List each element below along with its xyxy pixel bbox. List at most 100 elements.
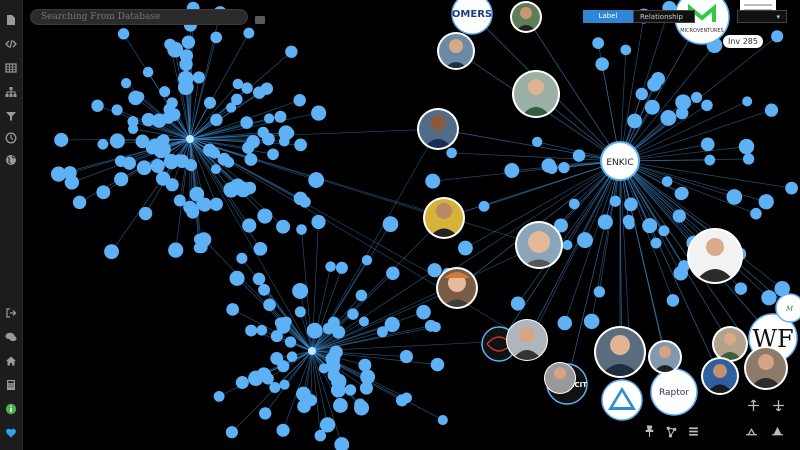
zoom-out-icon[interactable] <box>744 424 758 438</box>
graph-node[interactable] <box>72 195 87 210</box>
graph-node[interactable] <box>296 224 307 235</box>
graph-node[interactable] <box>675 106 689 120</box>
graph-node[interactable] <box>761 290 777 306</box>
graph-node[interactable] <box>248 370 264 386</box>
graph-node[interactable] <box>155 141 171 158</box>
person-node[interactable] <box>515 221 563 269</box>
graph-node[interactable] <box>142 66 154 78</box>
investor-count-badge[interactable]: Inv 285 <box>723 35 763 48</box>
graph-node[interactable] <box>259 407 272 420</box>
graph-node[interactable] <box>267 148 279 161</box>
graph-node[interactable] <box>635 87 648 101</box>
graph-node[interactable] <box>609 195 621 207</box>
graph-node[interactable] <box>242 218 257 233</box>
graph-node[interactable] <box>236 252 248 264</box>
cluster-hub-node[interactable] <box>308 347 316 355</box>
graph-node[interactable] <box>553 218 568 233</box>
graph-node[interactable] <box>122 156 137 170</box>
person-node[interactable] <box>712 326 748 362</box>
graph-node[interactable] <box>111 104 123 116</box>
graph-node[interactable] <box>354 400 370 416</box>
graph-node[interactable] <box>208 147 221 159</box>
graph-node[interactable] <box>141 112 156 127</box>
graph-node[interactable] <box>583 313 600 330</box>
graph-node[interactable] <box>245 324 258 337</box>
graph-node[interactable] <box>624 219 635 230</box>
person-node[interactable] <box>417 108 459 150</box>
graph-node[interactable] <box>223 181 239 198</box>
graph-node[interactable] <box>179 49 194 63</box>
tab-more[interactable]: ▾ <box>737 10 787 23</box>
layers-icon[interactable] <box>686 424 700 438</box>
graph-node[interactable] <box>562 240 573 251</box>
graph-node[interactable] <box>168 242 184 258</box>
graph-node[interactable] <box>262 132 275 146</box>
graph-node[interactable] <box>270 352 284 365</box>
graph-node[interactable] <box>257 208 273 224</box>
graph-node[interactable] <box>213 390 225 402</box>
graph-node[interactable] <box>595 57 609 71</box>
graph-node[interactable] <box>276 319 291 334</box>
graph-node[interactable] <box>173 194 186 207</box>
zoom-in-icon[interactable] <box>770 424 784 438</box>
graph-node[interactable] <box>386 266 400 281</box>
graph-node[interactable] <box>758 194 774 210</box>
graph-node[interactable] <box>361 254 373 266</box>
person-node[interactable] <box>744 346 788 390</box>
graph-node[interactable] <box>152 113 167 128</box>
graph-node[interactable] <box>128 123 139 135</box>
graph-node[interactable] <box>661 176 673 187</box>
person-node[interactable] <box>423 197 465 239</box>
graph-node[interactable] <box>183 200 197 214</box>
graph-node[interactable] <box>332 325 346 339</box>
globe-icon[interactable] <box>4 153 18 167</box>
graph-node[interactable] <box>240 116 253 129</box>
graph-node[interactable] <box>210 31 223 44</box>
graph-node[interactable] <box>177 70 194 87</box>
graph-node[interactable] <box>263 113 275 124</box>
graph-node[interactable] <box>647 77 662 92</box>
table-icon[interactable] <box>4 61 18 75</box>
triangle-logo-node[interactable] <box>601 379 643 421</box>
graph-node[interactable] <box>96 185 111 200</box>
graph-node[interactable] <box>504 163 520 178</box>
graph-node[interactable] <box>597 214 613 230</box>
graph-node[interactable] <box>360 369 376 385</box>
graph-node[interactable] <box>117 28 130 40</box>
graph-node[interactable] <box>166 97 178 109</box>
code-icon[interactable] <box>4 37 18 51</box>
graph-node[interactable] <box>785 181 798 195</box>
graph-node[interactable] <box>311 214 326 230</box>
graph-node[interactable] <box>109 133 125 149</box>
graph-node[interactable] <box>283 127 295 139</box>
graph-node[interactable] <box>458 240 473 256</box>
search-input[interactable] <box>30 9 248 25</box>
graph-node[interactable] <box>232 78 244 90</box>
graph-node[interactable] <box>279 135 290 147</box>
graph-node[interactable] <box>210 164 221 175</box>
graph-node[interactable] <box>690 91 703 104</box>
graph-node[interactable] <box>335 261 348 274</box>
graph-node[interactable] <box>276 423 290 437</box>
graph-node[interactable] <box>401 392 412 404</box>
graph-node[interactable] <box>54 132 69 147</box>
graph-node[interactable] <box>577 232 593 249</box>
graph-node[interactable] <box>620 44 632 56</box>
graph-node[interactable] <box>558 162 570 174</box>
graph-node[interactable] <box>427 263 442 278</box>
graph-node[interactable] <box>675 186 689 200</box>
graph-node[interactable] <box>308 172 325 188</box>
graph-node[interactable] <box>192 71 205 84</box>
graph-node[interactable] <box>196 199 207 210</box>
graph-node[interactable] <box>244 153 258 166</box>
document-icon[interactable] <box>4 13 18 27</box>
graph-node[interactable] <box>127 116 139 128</box>
graph-node[interactable] <box>446 147 457 159</box>
graph-node[interactable] <box>650 237 662 249</box>
graph-node[interactable] <box>510 296 526 311</box>
person-node[interactable] <box>436 267 478 309</box>
graph-node[interactable] <box>774 281 790 297</box>
graph-node[interactable] <box>701 99 713 112</box>
graph-node[interactable] <box>173 154 184 165</box>
graph-node[interactable] <box>764 103 779 117</box>
